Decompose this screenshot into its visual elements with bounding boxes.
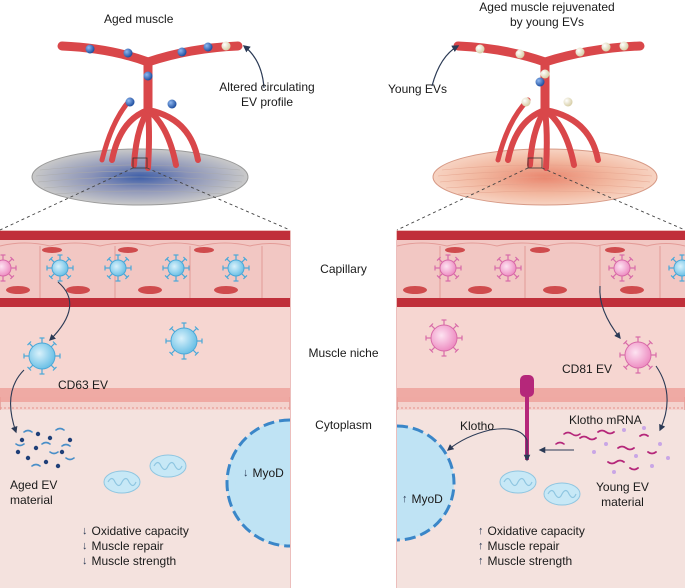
up-arrow-icon: ↑	[402, 493, 408, 505]
aged-ev-material-line1: Aged EV	[10, 478, 58, 492]
aged-ev-material	[15, 427, 75, 469]
young-effect-item: ↑Muscle strength	[478, 554, 585, 569]
extracellular-vesicle-icon	[608, 254, 636, 282]
aged-myod-text: MyoD	[252, 466, 284, 480]
young-myod-text: MyoD	[411, 492, 443, 506]
young-effect-strength: Muscle strength	[487, 554, 573, 568]
altered-ev-annotation: Altered circulating EV profile	[208, 80, 326, 110]
klotho-receptor-label: Klotho	[460, 419, 495, 433]
aged-effect-item: ↓Oxidative capacity	[82, 524, 189, 539]
extracellular-vesicle-icon	[162, 254, 190, 282]
down-arrow-icon: ↓	[82, 525, 88, 537]
young-detail-panel	[396, 230, 685, 588]
down-arrow-icon: ↓	[82, 555, 88, 567]
extracellular-vesicle-icon	[46, 254, 74, 282]
aged-effects-list: ↓Oxidative capacity ↓Muscle repair ↓Musc…	[82, 524, 189, 569]
extracellular-vesicle-icon	[619, 336, 657, 374]
aged-muscle-illustration	[31, 41, 265, 206]
aged-effect-strength: Muscle strength	[91, 554, 177, 568]
young-effect-oxidative: Oxidative capacity	[487, 524, 585, 538]
young-effect-item: ↑Oxidative capacity	[478, 524, 585, 539]
young-effect-repair: Muscle repair	[487, 539, 560, 553]
ev-particles	[0, 254, 685, 375]
extracellular-vesicle-icon	[494, 254, 522, 282]
capillary-label: Capillary	[320, 262, 367, 276]
aged-effect-item: ↓Muscle repair	[82, 539, 189, 554]
rejuvenated-title-line2: by young EVs	[509, 15, 585, 29]
aged-effect-oxidative: Oxidative capacity	[91, 524, 189, 538]
young-ev-material	[579, 426, 670, 474]
aged-effect-item: ↓Muscle strength	[82, 554, 189, 569]
circulating-ev-dots	[85, 41, 231, 109]
altered-ev-annotation-line2: EV profile	[240, 95, 294, 109]
extracellular-vesicle-icon	[104, 254, 132, 282]
down-arrow-icon: ↓	[243, 467, 249, 479]
rejuvenated-title: Aged muscle rejuvenated by young EVs	[452, 0, 642, 30]
extracellular-vesicle-icon	[0, 254, 17, 282]
cd63-ev-label: CD63 EV	[58, 378, 109, 392]
extracellular-vesicle-icon	[434, 254, 462, 282]
young-ev-material-line1: Young EV	[596, 480, 649, 494]
extracellular-vesicle-icon	[23, 337, 61, 375]
mitochondrion-icon	[103, 470, 141, 494]
receptor-icon	[520, 375, 534, 460]
young-myod-label: ↑ MyoD	[402, 492, 443, 507]
extracellular-vesicle-icon	[222, 254, 250, 282]
circulating-ev-dots	[475, 41, 629, 107]
cd81-ev-label: CD81 EV	[562, 362, 613, 376]
extracellular-vesicle-icon	[425, 319, 463, 357]
cytoplasm-label: Cytoplasm	[315, 418, 372, 432]
young-evs-annotation: Young EVs	[388, 82, 447, 96]
young-ev-material-line2: material	[601, 495, 644, 509]
young-effect-item: ↑Muscle repair	[478, 539, 585, 554]
mitochondrion-icon	[149, 454, 187, 478]
young-ev-material-label: Young EV material	[596, 480, 649, 510]
rejuvenated-title-line1: Aged muscle rejuvenated	[479, 0, 615, 14]
down-arrow-icon: ↓	[82, 540, 88, 552]
altered-ev-annotation-line1: Altered circulating	[219, 80, 315, 94]
blood-vessel-icon	[453, 41, 645, 171]
aged-ev-material-label: Aged EV material	[10, 478, 57, 508]
nucleus-icon	[396, 424, 456, 542]
extracellular-vesicle-icon	[668, 254, 685, 282]
nucleus-icon	[225, 418, 291, 548]
aged-ev-material-line2: material	[10, 493, 53, 507]
aged-muscle-title: Aged muscle	[104, 12, 174, 26]
up-arrow-icon: ↑	[478, 555, 484, 567]
young-muscle-illustration	[431, 41, 658, 206]
extracellular-vesicle-icon	[165, 322, 203, 360]
mitochondrion-icon	[543, 482, 581, 506]
klotho-mrna-label: Klotho mRNA	[569, 413, 642, 427]
young-effects-list: ↑Oxidative capacity ↑Muscle repair ↑Musc…	[478, 524, 585, 569]
up-arrow-icon: ↑	[478, 540, 484, 552]
mitochondrion-icon	[499, 470, 537, 494]
muscle-niche-label: Muscle niche	[308, 346, 379, 360]
up-arrow-icon: ↑	[478, 525, 484, 537]
aged-effect-repair: Muscle repair	[91, 539, 164, 553]
aged-myod-label: ↓ MyoD	[243, 466, 284, 481]
